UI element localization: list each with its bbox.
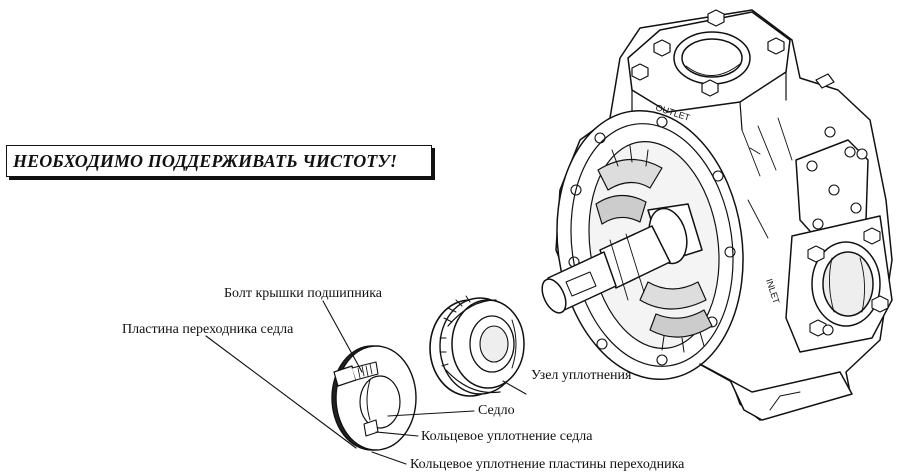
pump-shaft <box>541 203 703 314</box>
bearing-cover-bolt <box>333 361 379 387</box>
side-cover-plate <box>795 139 869 241</box>
seal-assembly <box>429 295 525 397</box>
pump-base <box>699 363 853 421</box>
callout-adapter-plate-o-ring: Кольцевое уплотнение пластины переходник… <box>410 457 685 472</box>
warning-text: НЕОБХОДИМО ПОДДЕРЖИВАТЬ ЧИСТОТУ! <box>13 150 398 171</box>
callout-seat: Седло <box>478 403 515 418</box>
callout-seal-assembly: Узел уплотнения <box>531 368 632 383</box>
pump-body <box>541 9 893 421</box>
callout-seat-o-ring: Кольцевое уплотнение седла <box>421 429 593 444</box>
warning-banner: НЕОБХОДИМО ПОДДЕРЖИВАТЬ ЧИСТОТУ! <box>6 145 432 177</box>
seat-adapter-plate <box>331 345 417 451</box>
callout-bearing-cover-bolt: Болт крышки подшипника <box>224 286 383 301</box>
outlet-port <box>673 31 751 85</box>
callout-leaders <box>205 300 527 465</box>
inlet-flange <box>785 215 893 353</box>
rotor-gear <box>595 145 713 353</box>
flange-bolts-top <box>631 9 785 97</box>
callout-seat-adapter-plate: Пластина переходника седла <box>122 322 294 337</box>
